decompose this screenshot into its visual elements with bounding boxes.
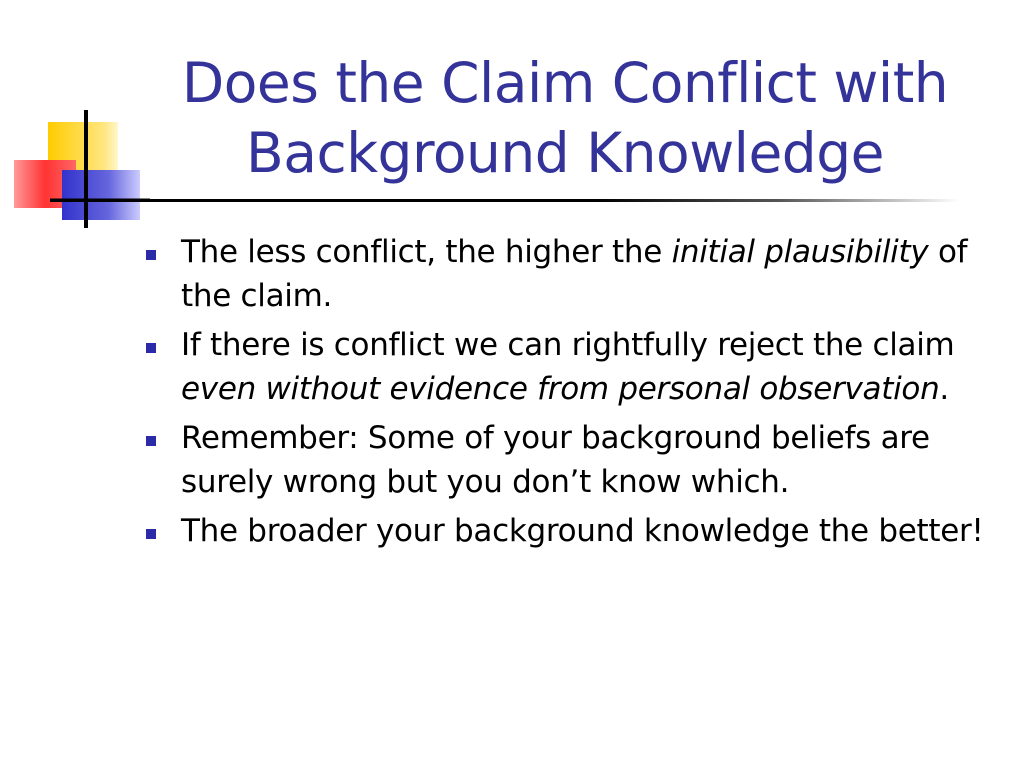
bullet-item: The broader your background knowledge th… — [144, 509, 994, 553]
bullet-text: The broader your background knowledge th… — [181, 513, 984, 549]
bullet-text-italic: even without evidence from personal obse… — [181, 371, 940, 407]
title-line-2: Background Knowledge — [246, 121, 884, 185]
slide-title: Does the Claim Conflict with Background … — [150, 48, 980, 188]
bullet-text: Remember: Some of your background belief… — [181, 420, 930, 500]
bullet-text: The less conflict, the higher the — [181, 234, 672, 270]
bullet-item: The less conflict, the higher the initia… — [144, 230, 994, 318]
square-bullet-icon — [146, 250, 156, 260]
bullet-text-italic: initial plausibility — [671, 234, 929, 270]
square-bullet-icon — [146, 436, 156, 446]
bullet-item: Remember: Some of your background belief… — [144, 416, 994, 504]
bullet-text: of the claim. — [181, 234, 968, 314]
decorative-squares-logo — [14, 110, 150, 228]
bullet-text: . — [939, 371, 949, 407]
square-bullet-icon — [146, 529, 156, 539]
blue-square — [62, 170, 140, 220]
bullet-text: If there is conflict we can rightfully r… — [181, 327, 955, 363]
bullet-list: The less conflict, the higher the initia… — [144, 230, 994, 558]
square-bullet-icon — [146, 343, 156, 353]
title-divider — [50, 199, 960, 202]
bullet-item: If there is conflict we can rightfully r… — [144, 323, 994, 411]
title-line-1: Does the Claim Conflict with — [181, 51, 949, 115]
